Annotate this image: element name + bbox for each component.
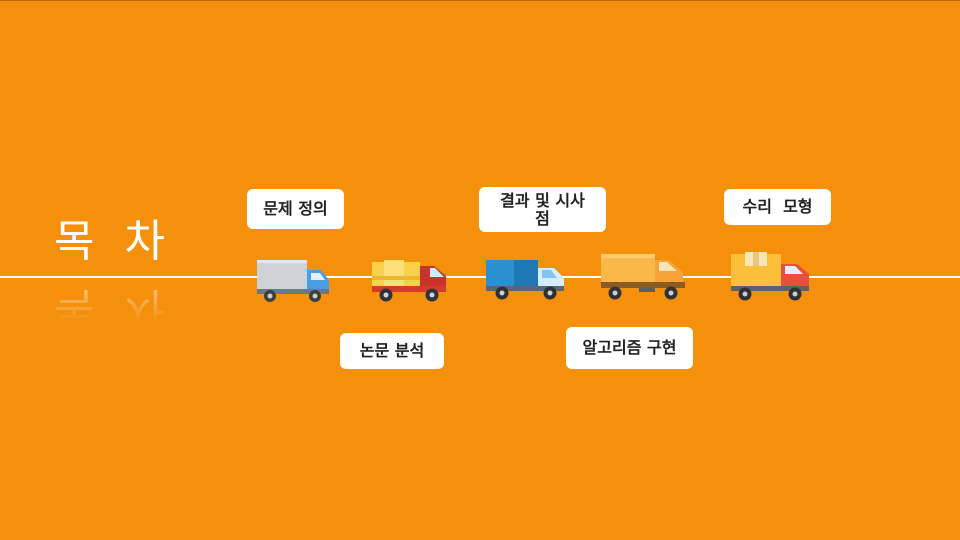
orange-flatbed-truck-icon (601, 254, 685, 300)
label-model: 수리 모형 (742, 197, 813, 216)
label-bubble-result: 결과 및 시사점 (479, 187, 606, 232)
timeline-line (0, 276, 960, 278)
label-result: 결과 및 시사점 (500, 190, 585, 228)
label-problem: 문제 정의 (263, 199, 328, 218)
label-paper: 논문 분석 (359, 341, 425, 360)
slide-title-reflection: 목 차 (54, 280, 173, 336)
gray-box-truck-icon (257, 260, 329, 302)
title-group: 목 차 목 차 (54, 214, 173, 334)
top-border (0, 0, 960, 1)
label-bubble-model: 수리 모형 (724, 189, 831, 225)
label-bubble-problem: 문제 정의 (247, 189, 344, 229)
label-bubble-paper: 논문 분석 (340, 333, 444, 369)
blue-truck-icon (486, 260, 564, 300)
label-algorithm: 알고리즘 구현 (582, 338, 677, 357)
red-yellow-truck-icon (372, 260, 446, 302)
yellow-delivery-truck-icon (731, 252, 809, 301)
label-bubble-algorithm: 알고리즘 구현 (566, 327, 693, 369)
slide-title: 목 차 (54, 216, 173, 267)
